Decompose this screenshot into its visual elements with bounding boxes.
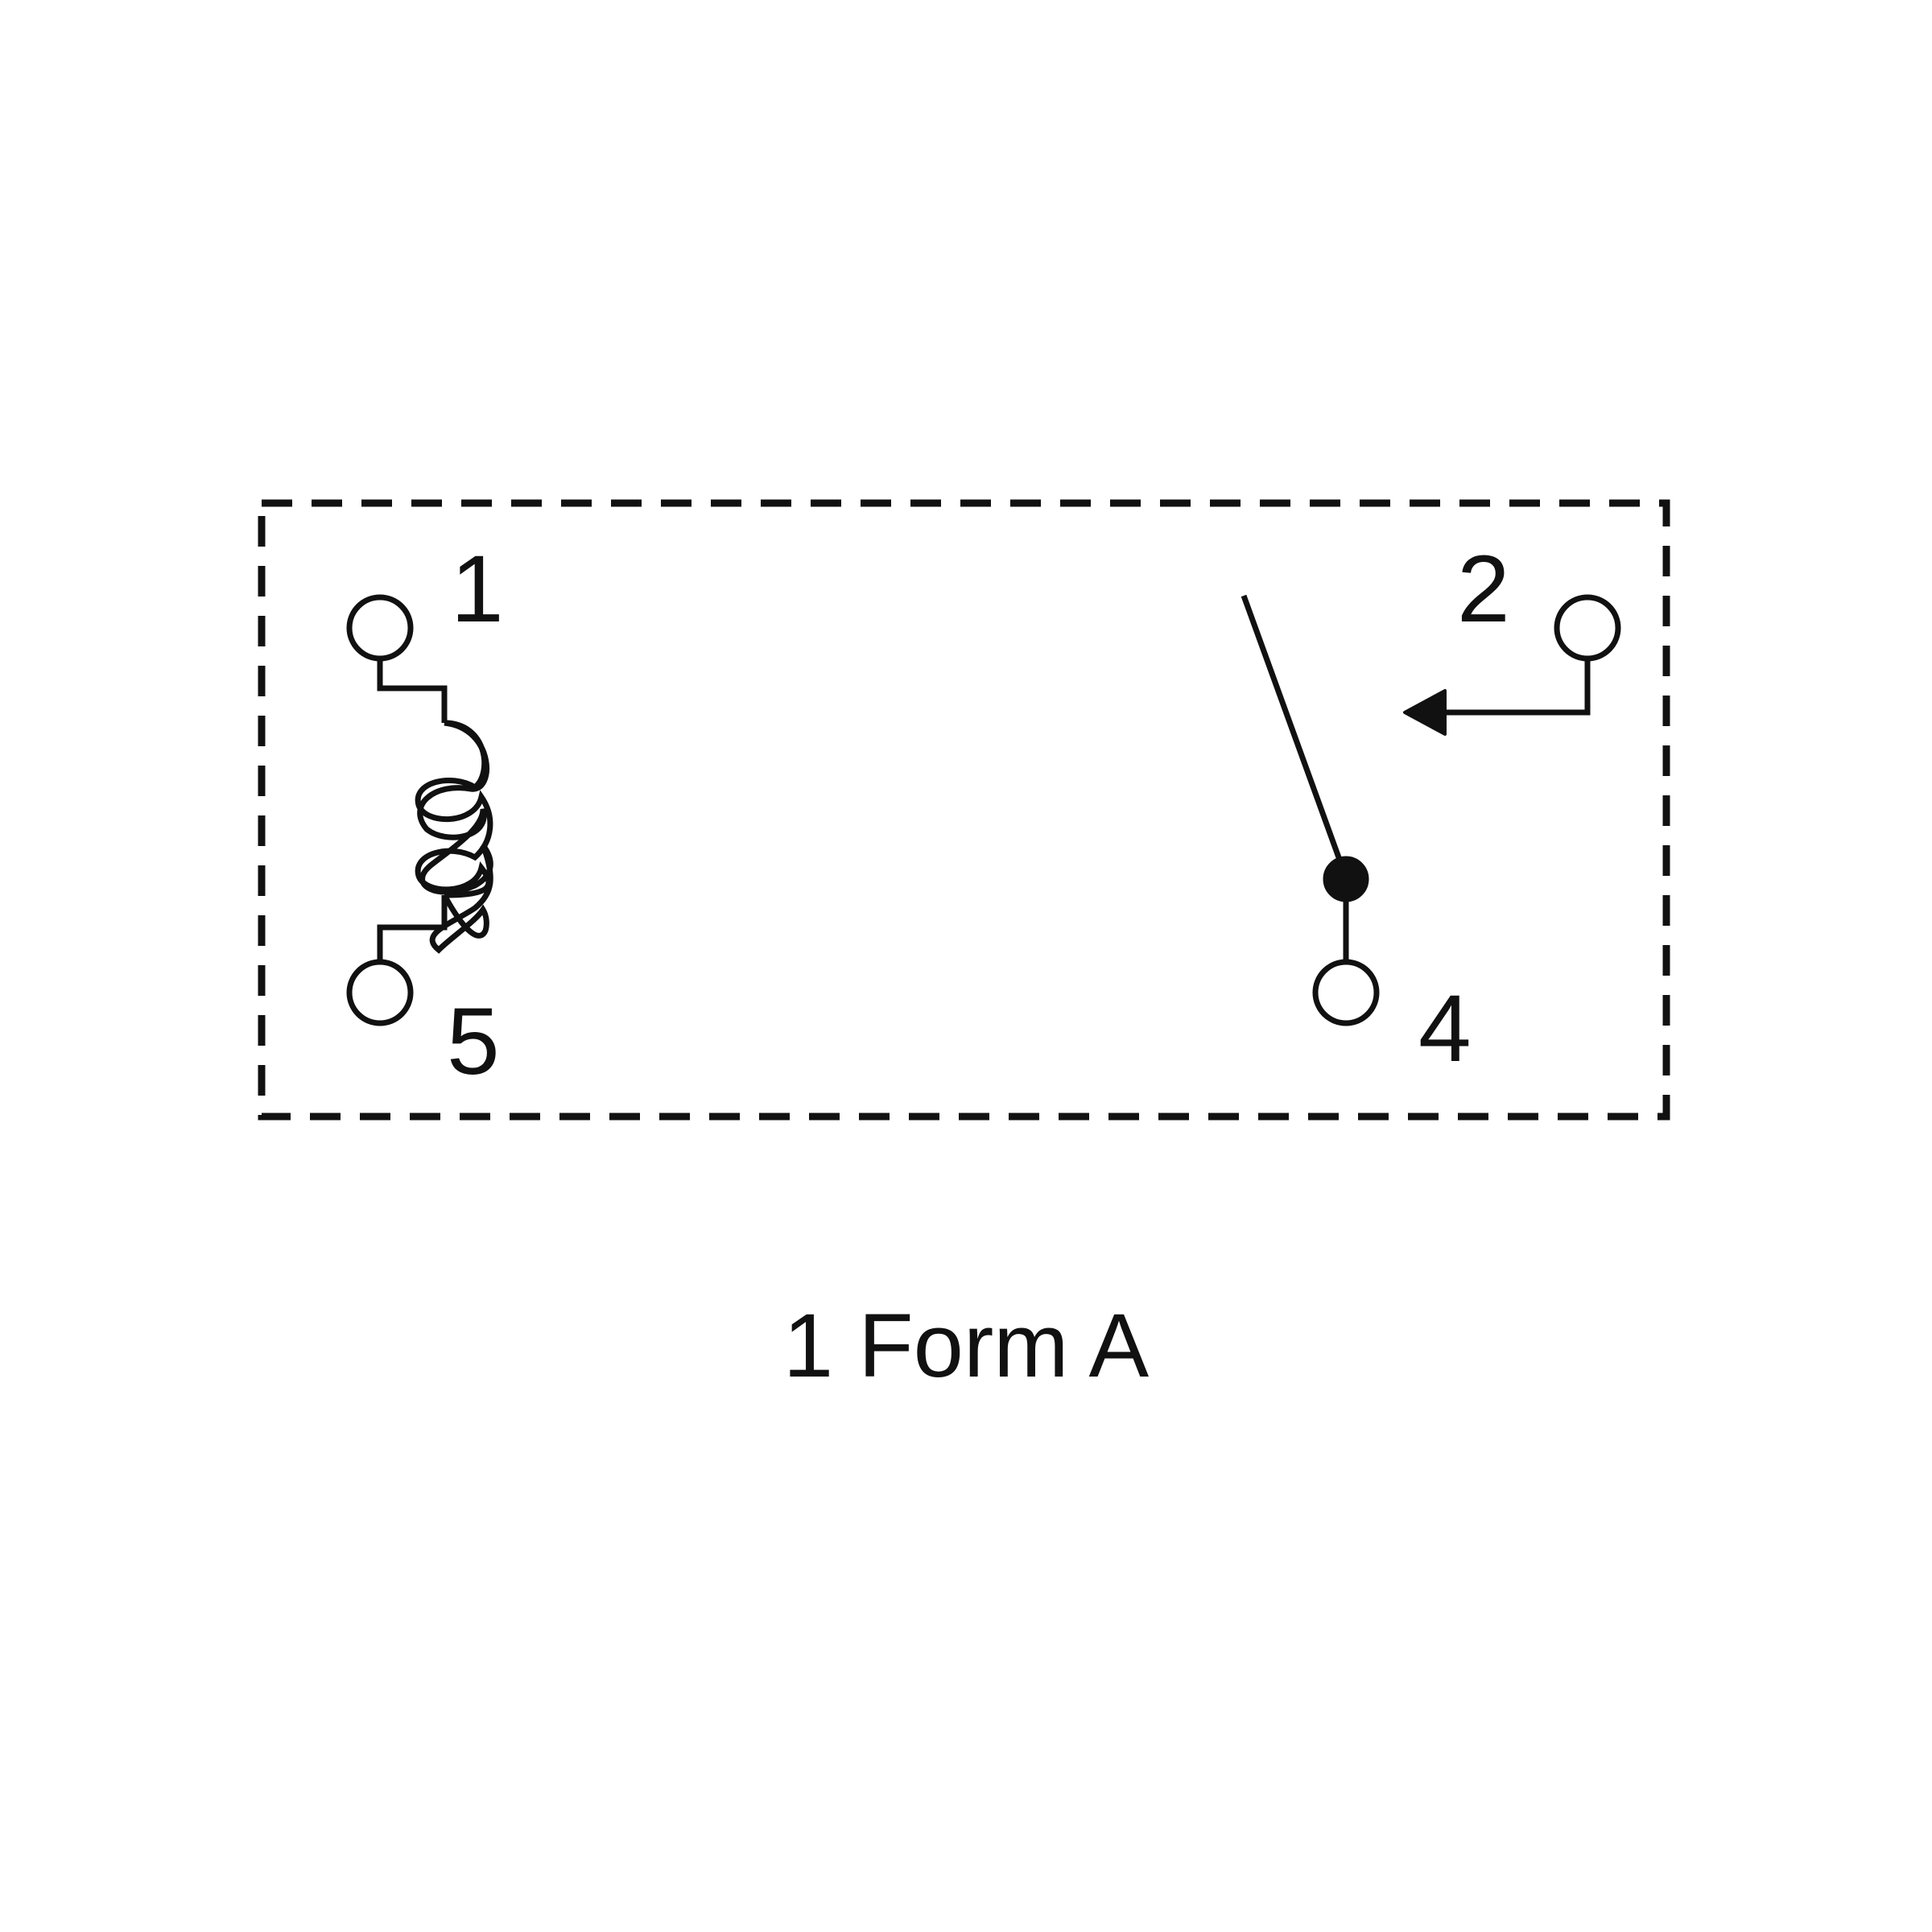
- fixed-contact-arrow: [1403, 689, 1447, 736]
- diagram-caption: 1 Form A: [783, 1295, 1150, 1396]
- coil-top-lead: [377, 658, 448, 723]
- pin-5-terminal: [346, 959, 414, 1026]
- coil-loop-shape: [415, 720, 493, 898]
- pin-1-terminal: [346, 594, 414, 662]
- pin-label-2: 2: [1457, 536, 1510, 642]
- package-outline: [258, 499, 1670, 1121]
- pin-label-4: 4: [1418, 976, 1472, 1082]
- coil-group: [346, 594, 493, 1026]
- pin-label-5: 5: [447, 989, 500, 1095]
- switch-blade: [1241, 594, 1349, 879]
- pivot-dot: [1323, 856, 1369, 902]
- coil-loops: [415, 720, 493, 898]
- fixed-contact-lead: [1445, 658, 1591, 716]
- contact-group: [1241, 594, 1621, 1026]
- pin-label-1: 1: [451, 536, 504, 642]
- pin-4-terminal: [1312, 959, 1380, 1026]
- pin-2-terminal: [1554, 594, 1621, 662]
- coil-bottom-lead: [377, 895, 448, 962]
- coil-winding: [417, 720, 493, 954]
